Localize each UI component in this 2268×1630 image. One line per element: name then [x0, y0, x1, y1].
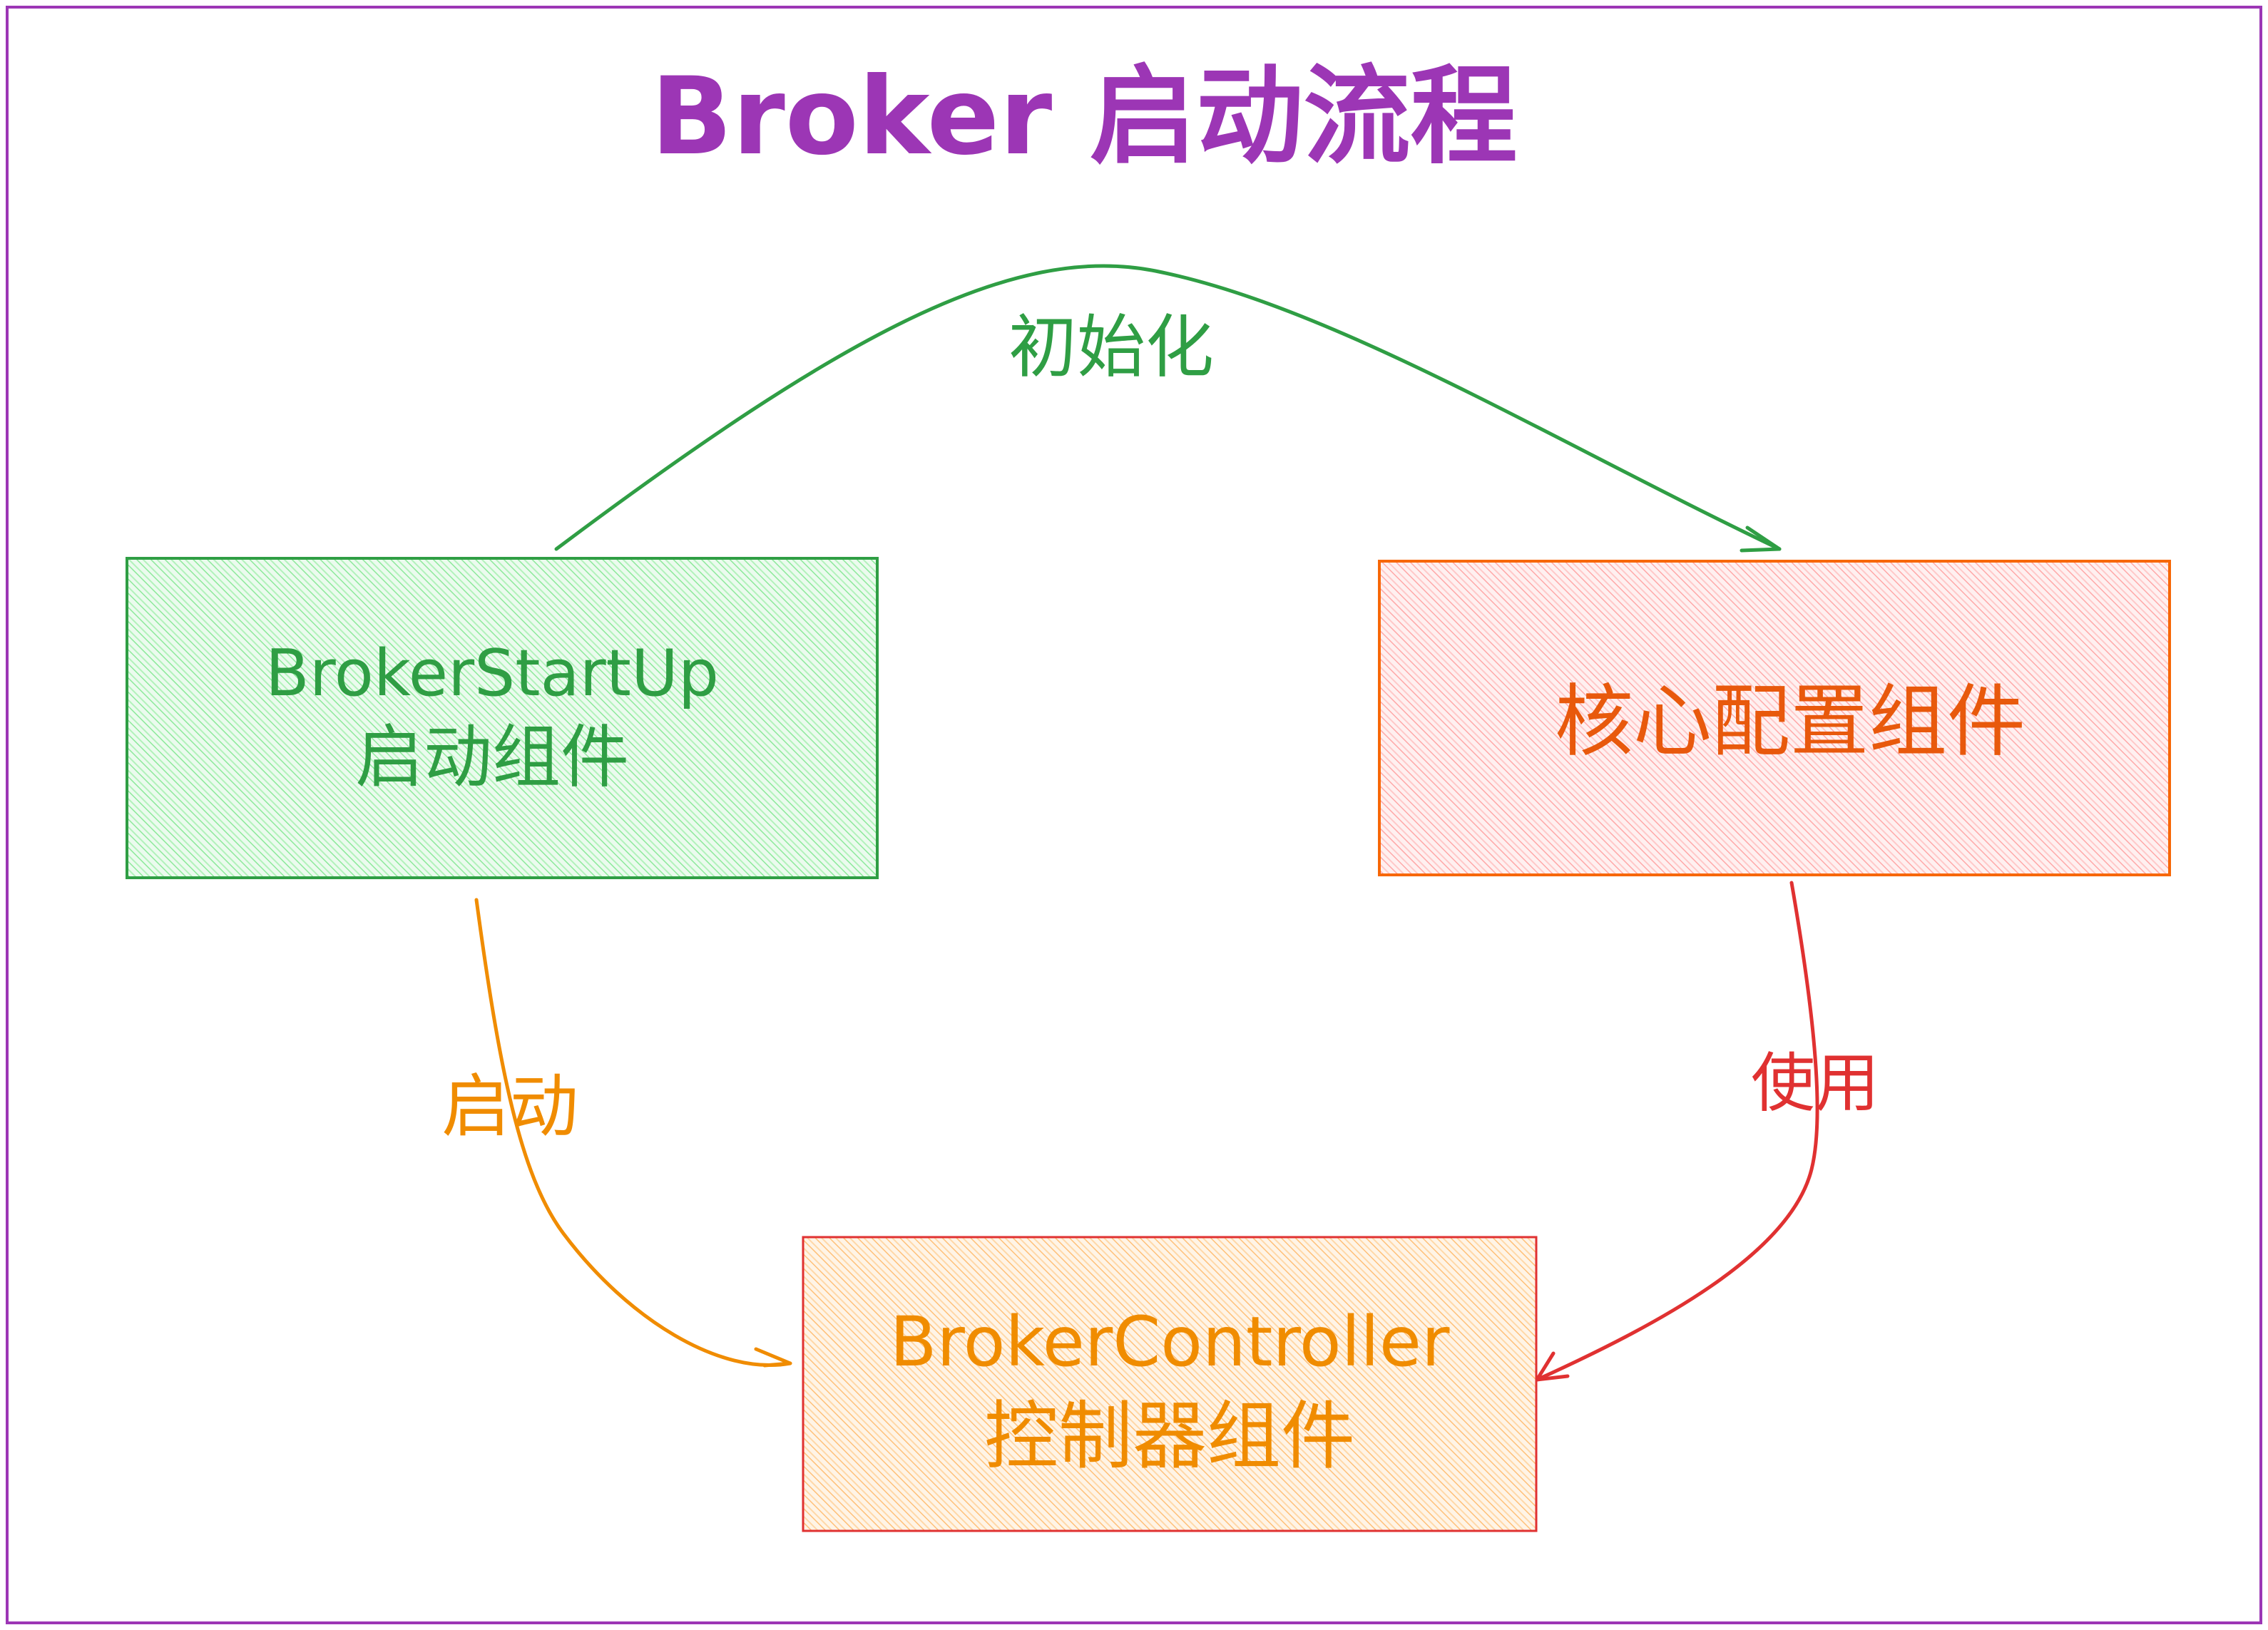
edge-start-label: 启动 — [441, 1067, 578, 1147]
edge-start-line — [474, 898, 792, 1368]
edge-init-arrowhead — [1740, 526, 1782, 553]
edge-use — [1535, 881, 1819, 1382]
edge-init-label: 初始化 — [1008, 307, 1214, 387]
edge-start-arrowhead — [754, 1347, 792, 1368]
edge-start — [474, 898, 792, 1368]
node-core-config-box — [1378, 560, 2171, 876]
diagram-frame — [6, 6, 2262, 1624]
node-broker-controller-desc: 控制器组件 — [984, 1393, 1355, 1480]
node-broker-controller: BrokerController 控制器组件 — [802, 1236, 1538, 1532]
diagram-title: Broker 启动流程 — [650, 55, 1517, 179]
node-broker-startup-name: BrokerStartUp — [265, 636, 719, 711]
node-core-config-label: 核心配置组件 — [1555, 676, 2026, 767]
edge-init-line — [554, 264, 1782, 551]
edge-use-line — [1535, 881, 1819, 1382]
node-broker-startup: BrokerStartUp 启动组件 — [126, 557, 879, 879]
node-broker-startup-box — [126, 557, 879, 879]
node-broker-controller-box — [802, 1236, 1538, 1532]
edge-use-label: 使用 — [1751, 1046, 1879, 1121]
edge-init — [554, 264, 1782, 553]
node-broker-startup-desc: 启动组件 — [355, 717, 629, 797]
node-core-config: 核心配置组件 — [1378, 560, 2171, 876]
node-broker-controller-name: BrokerController — [890, 1302, 1450, 1382]
